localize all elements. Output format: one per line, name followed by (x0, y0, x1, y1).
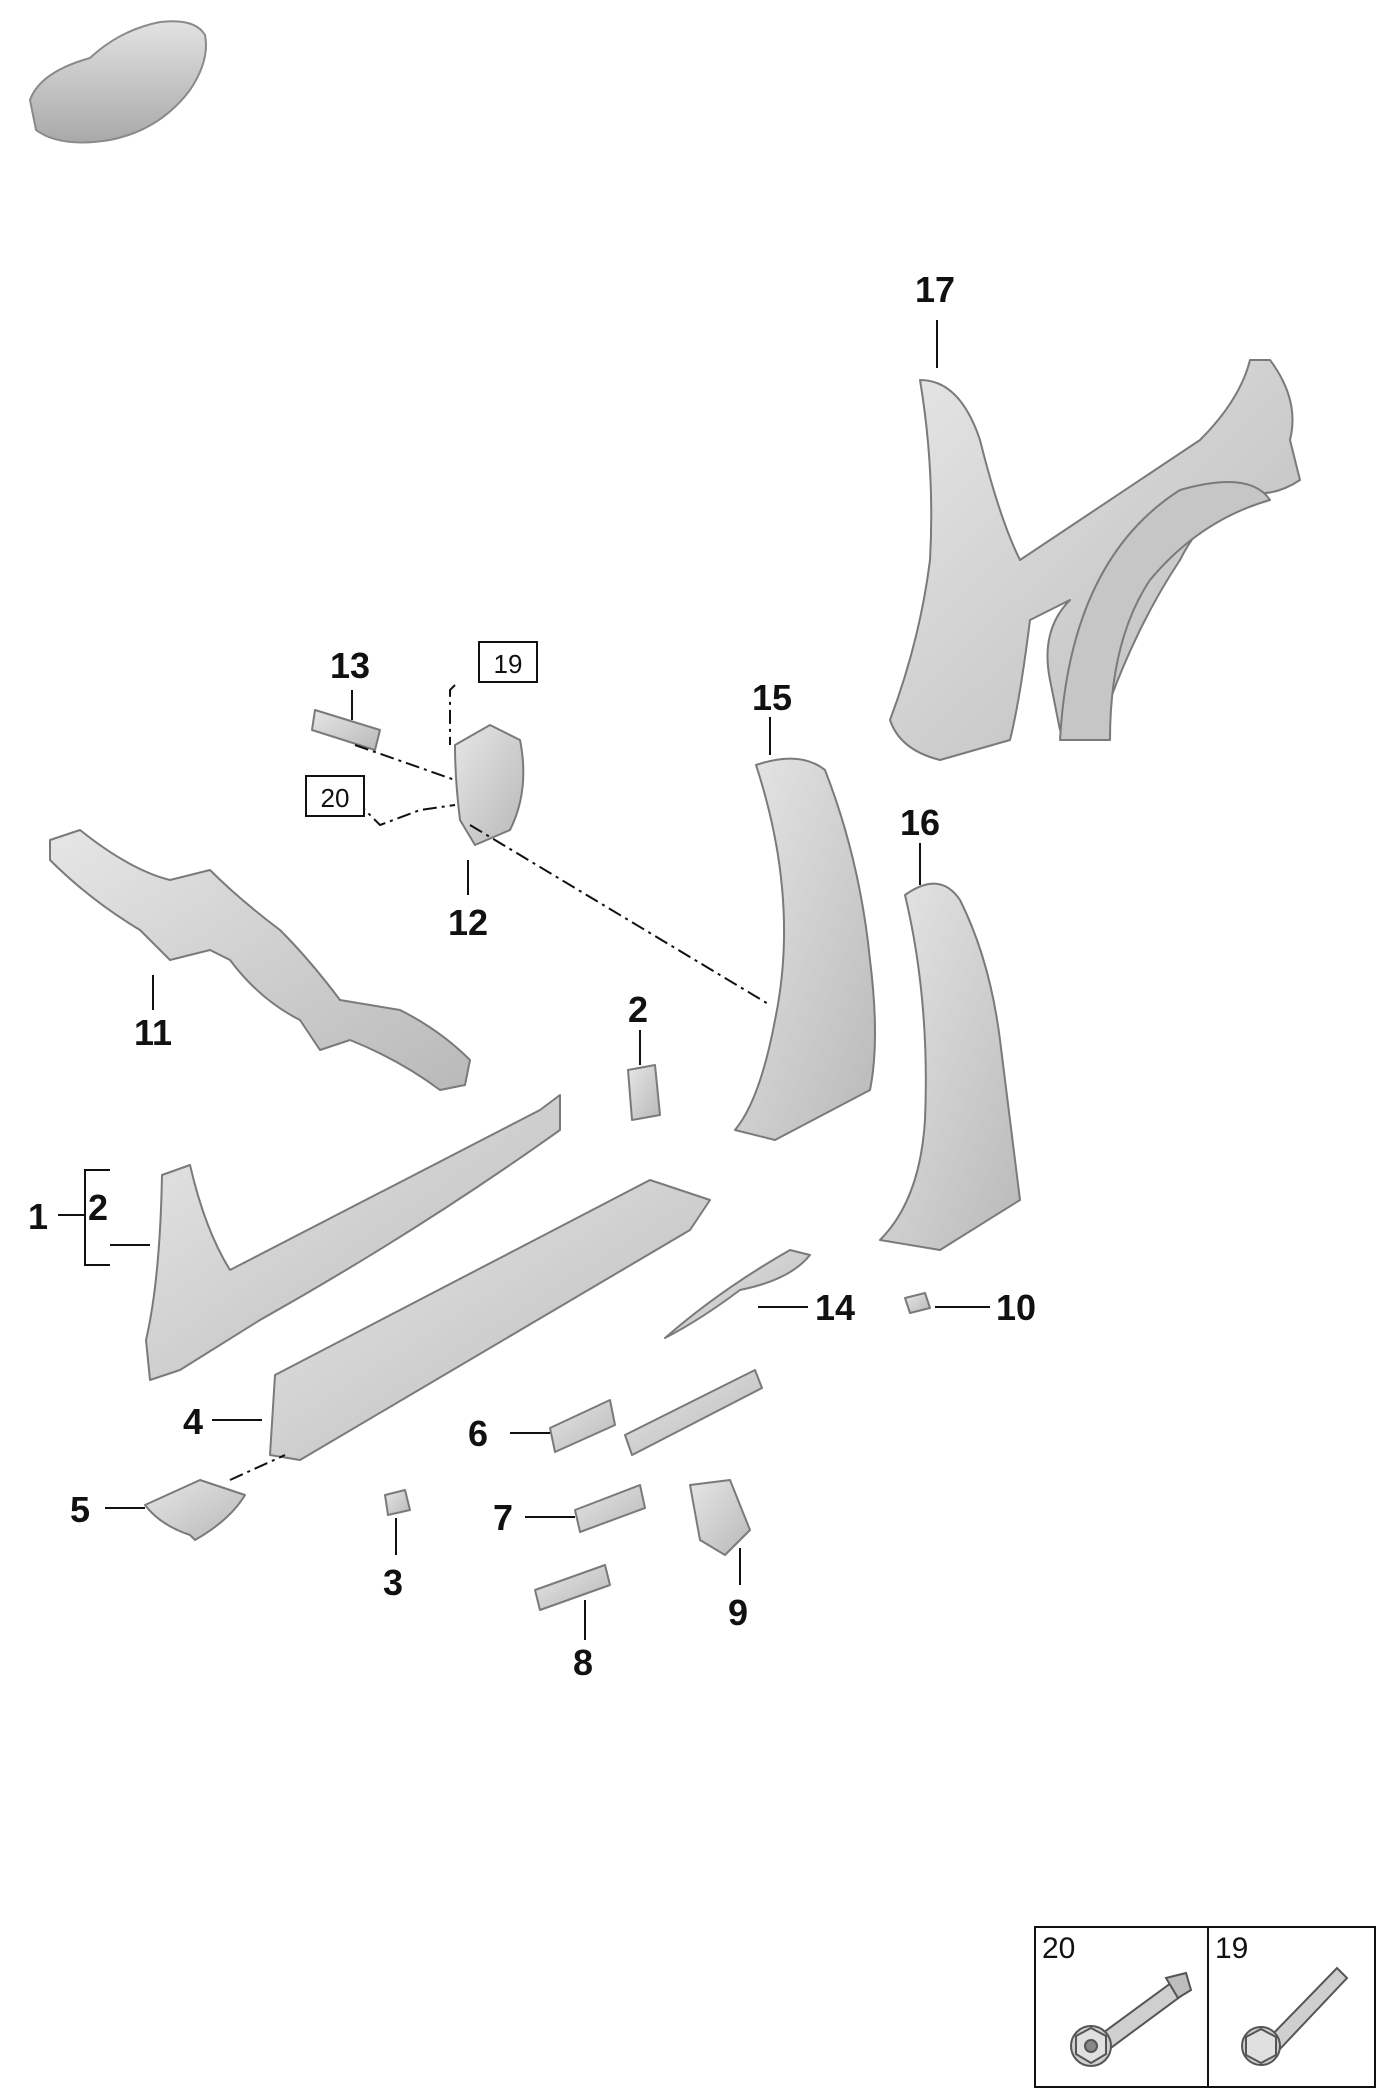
part-6-foam-block (549, 1399, 616, 1453)
part-4-sill-outer (269, 1179, 711, 1461)
legend-number: 19 (1215, 1932, 1249, 1965)
callout-9: 9 (728, 1592, 749, 1633)
callout-2-lower: 2 (88, 1187, 109, 1228)
dash-dot-assembly-lines (229, 684, 771, 1481)
callout-6: 6 (468, 1413, 489, 1454)
callout-12: 12 (448, 902, 489, 943)
part-9-bracket (689, 1479, 751, 1556)
part-5-end-cap (144, 1479, 246, 1541)
callout-14: 14 (815, 1287, 856, 1328)
part-15-b-pillar (734, 757, 876, 1141)
legend-item-20: 20 (1036, 1928, 1205, 2086)
callout-16: 16 (900, 802, 941, 843)
callout-13: 13 (330, 645, 371, 686)
part-16-c-pillar (879, 882, 1021, 1251)
callout-8: 8 (573, 1642, 594, 1683)
part-17-rear-quarter-assembly (889, 359, 1301, 761)
vehicle-thumbnail-icon (28, 20, 207, 144)
boxed-ref-19: 19 (478, 641, 538, 683)
part-14-gusset (664, 1249, 811, 1339)
part-3-clip (384, 1489, 411, 1516)
part-10-clip (904, 1292, 931, 1314)
part-8-foam-block (534, 1564, 611, 1611)
part-13-pad (311, 709, 381, 751)
leader-lines (58, 320, 990, 1640)
part-12-bracket (454, 724, 525, 846)
part-17-wheel-arch (1059, 481, 1271, 741)
callout-7: 7 (493, 1497, 514, 1538)
fastener-legend: 20 19 (1034, 1926, 1376, 2088)
callout-3: 3 (383, 1562, 404, 1603)
callout-11: 11 (134, 1012, 173, 1053)
legend-number: 20 (1042, 1932, 1076, 1965)
callout-15: 15 (752, 677, 793, 718)
part-11-cross-member (49, 829, 471, 1091)
boxed-ref-20: 20 (305, 775, 365, 817)
callout-4: 4 (183, 1401, 204, 1442)
callout-5: 5 (70, 1489, 91, 1530)
callout-17: 17 (915, 269, 956, 310)
callout-1: 1 (28, 1196, 49, 1237)
part-1-side-panel-inner (145, 1094, 561, 1381)
part-6-foam-strip (624, 1369, 763, 1456)
part-2-reinforcement (627, 1064, 661, 1121)
legend-item-19: 19 (1207, 1928, 1378, 2086)
callout-10: 10 (996, 1287, 1037, 1328)
part-7-foam-block (574, 1484, 646, 1533)
hex-bolt-icon (1241, 1966, 1349, 2066)
callout-2-upper: 2 (628, 989, 649, 1030)
flange-bolt-icon (1070, 1971, 1193, 2067)
